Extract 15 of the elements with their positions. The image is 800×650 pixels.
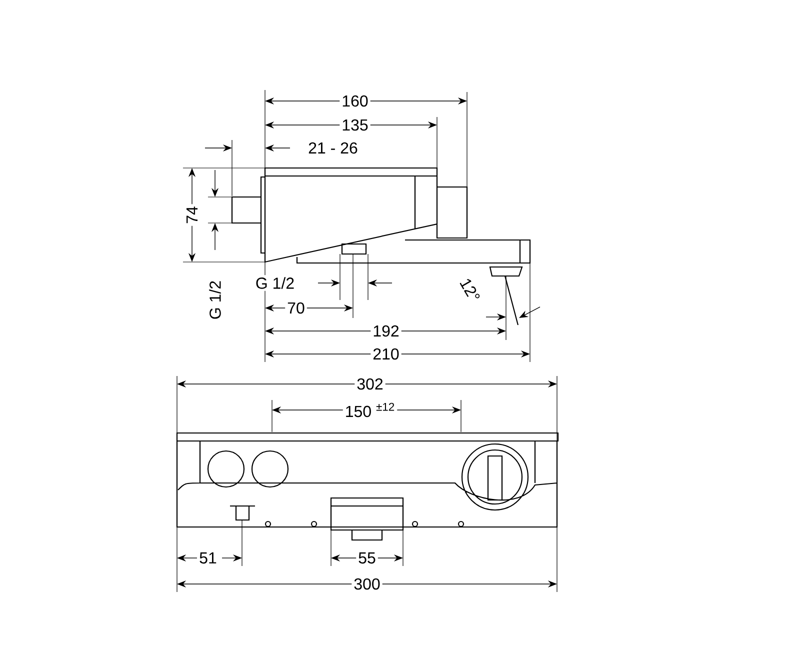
dimension-label: 302 [354, 376, 386, 392]
dimension-label: 12° [456, 274, 484, 306]
dimension-label: 51 [197, 550, 219, 566]
dimension-label: 21 - 26 [306, 140, 360, 156]
dimension-label: 70 [285, 300, 307, 316]
dimension-label: 160 [340, 93, 370, 109]
dimension-label: G 1/2 [207, 278, 223, 322]
dimension-label: 74 [184, 204, 200, 226]
dimension-label: G 1/2 [253, 275, 297, 291]
dimension-label: 135 [340, 117, 370, 133]
dimension-label: 210 [370, 346, 402, 362]
dimension-label: 300 [352, 576, 382, 592]
dimension-label: 150 $^{±12}$ [342, 400, 398, 420]
dimension-label: 192 [370, 323, 402, 339]
dimension-label: 55 [356, 550, 378, 566]
